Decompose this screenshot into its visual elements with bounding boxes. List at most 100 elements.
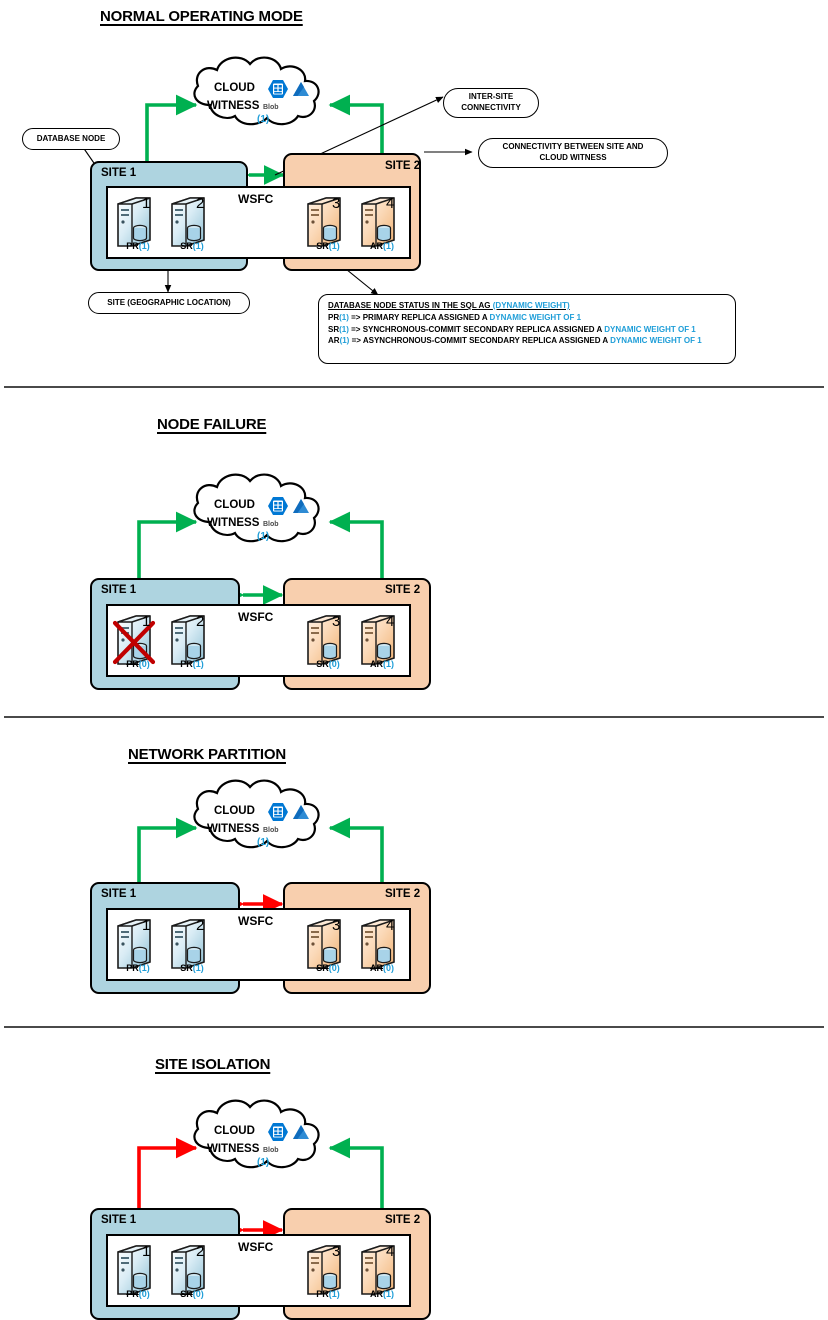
cloud-label-line2-2: WITNESS xyxy=(207,517,260,529)
svg-text:3: 3 xyxy=(332,613,340,630)
wsfc-label-isolation: WSFC xyxy=(238,1240,274,1254)
callout-site-witness-line1: CONNECTIVITY BETWEEN SITE AND xyxy=(502,142,644,152)
svg-text:2: 2 xyxy=(196,195,204,212)
legend-row-sr: SR(1) => SYNCHRONOUS-COMMIT SECONDARY RE… xyxy=(328,324,696,334)
cloud-witness-shape xyxy=(193,56,320,126)
server-icon-3 xyxy=(307,615,341,665)
azure-blob-storage-icon xyxy=(268,497,288,515)
node-label-3-partition: SR(0) xyxy=(316,963,340,973)
witness-link-site2-normal xyxy=(328,94,384,163)
svg-text:1: 1 xyxy=(142,195,150,212)
panel-node-failure: NODE FAILURE CLOUD WITNESS (1) Blob SITE… xyxy=(0,392,828,712)
cloud-label-line1-3: CLOUD xyxy=(214,805,255,817)
callout-database-node: DATABASE NODE xyxy=(22,128,120,150)
azure-blob-storage-icon xyxy=(268,80,288,98)
wsfc-box-partition xyxy=(106,908,411,981)
svg-text:4: 4 xyxy=(386,613,394,630)
callout-inter-site-connectivity: INTER-SITE CONNECTIVITY xyxy=(443,88,539,118)
server-icon-3 xyxy=(307,197,341,247)
wsfc-label-normal: WSFC xyxy=(238,192,274,206)
site2-label-isolation: SITE 2 xyxy=(385,1214,421,1226)
wsfc-label-partition: WSFC xyxy=(238,914,274,928)
svg-text:3: 3 xyxy=(332,917,340,934)
node-failed-cross-icon xyxy=(112,620,156,665)
azure-blob-storage-icon xyxy=(268,803,288,821)
cloud-label-line1: CLOUD xyxy=(214,82,255,94)
cloud-label-line2: WITNESS xyxy=(207,100,260,112)
node-label-1-nodefail: PR(0) xyxy=(126,659,150,669)
node-label-4-partition: AR(0) xyxy=(370,963,394,973)
node-icons-partition: 1 2 3 4 xyxy=(117,917,395,969)
legend-row-pr: PR(1) => PRIMARY REPLICA ASSIGNED A DYNA… xyxy=(328,313,582,322)
cloud-witness-shape-2 xyxy=(193,473,320,543)
svg-text:4: 4 xyxy=(386,195,394,212)
server-icon-4 xyxy=(361,1245,395,1295)
witness-link-site1-nodefail xyxy=(137,511,198,580)
section-title-node-failure: NODE FAILURE xyxy=(157,416,267,433)
panel-normal-operating-mode: NORMAL OPERATING MODE CLOUD WITNESS (1) … xyxy=(0,0,828,386)
witness-link-site2-partition xyxy=(328,817,384,888)
wsfc-label-nodefail: WSFC xyxy=(238,610,274,624)
server-icon-2 xyxy=(171,197,205,247)
callout-site-cloud-witness: CONNECTIVITY BETWEEN SITE AND CLOUD WITN… xyxy=(478,138,668,168)
legend-title: DATABASE NODE STATUS IN THE SQL AG (DYNA… xyxy=(328,301,726,310)
section-title-site-isolation: SITE ISOLATION xyxy=(155,1056,271,1073)
site1-label-normal: SITE 1 xyxy=(101,167,137,179)
svg-text:1: 1 xyxy=(142,1243,150,1260)
cloud-icons-2 xyxy=(268,497,309,515)
callout-site-witness-line2: CLOUD WITNESS xyxy=(539,153,607,162)
node-label-4-nodefail: AR(1) xyxy=(370,659,394,669)
server-icon-4 xyxy=(361,919,395,969)
panel-site-isolation: SITE ISOLATION CLOUD WITNESS (1) Blob SI… xyxy=(0,1032,828,1320)
section-title-normal: NORMAL OPERATING MODE xyxy=(100,8,303,25)
svg-text:1: 1 xyxy=(142,917,150,934)
server-icon-2 xyxy=(171,1245,205,1295)
cloud-label-line1-4: CLOUD xyxy=(214,1125,255,1137)
site2-label-nodefail: SITE 2 xyxy=(385,584,421,596)
svg-text:3: 3 xyxy=(332,195,340,212)
cloud-label-line2-4: WITNESS xyxy=(207,1143,260,1155)
server-icon-1 xyxy=(117,1245,151,1295)
site1-label-partition: SITE 1 xyxy=(101,888,137,900)
site1-label-nodefail: SITE 1 xyxy=(101,584,137,596)
node-label-2-nodefail: PR(1) xyxy=(180,659,204,669)
callout-inter-site-line2: CONNECTIVITY xyxy=(461,103,521,112)
blob-label: Blob xyxy=(263,104,279,111)
server-icon-3 xyxy=(307,919,341,969)
section-title-network-partition: NETWORK PARTITION xyxy=(128,746,286,763)
node-label-3-nodefail: SR(0) xyxy=(316,659,340,669)
server-icon-4 xyxy=(361,197,395,247)
cloud-witness-shape-4 xyxy=(193,1099,320,1169)
svg-text:2: 2 xyxy=(196,613,204,630)
azure-logo-icon xyxy=(293,805,309,819)
node-label-2-normal: SR(1) xyxy=(180,241,204,251)
server-icon-4 xyxy=(361,615,395,665)
azure-blob-storage-icon xyxy=(268,1123,288,1141)
witness-link-site1-partition xyxy=(137,817,198,888)
node-label-1-normal: PR(1) xyxy=(126,241,150,251)
legend-row-ar: AR(1) => ASYNCHRONOUS-COMMIT SECONDARY R… xyxy=(328,336,702,345)
divider-3 xyxy=(4,1026,824,1028)
panel-network-partition: NETWORK PARTITION CLOUD WITNESS (1) Blob… xyxy=(0,722,828,1022)
cloud-witness-shape-3 xyxy=(193,779,320,849)
site2-label-partition: SITE 2 xyxy=(385,888,421,900)
wsfc-box-normal xyxy=(106,186,411,259)
panel4-graphics xyxy=(137,1099,384,1240)
node-label-2-isolation: SR(0) xyxy=(180,1289,204,1299)
svg-text:1: 1 xyxy=(142,613,150,630)
node-label-3-normal: SR(1) xyxy=(316,241,340,251)
divider-1 xyxy=(4,386,824,388)
site2-label-normal: SITE 2 xyxy=(385,160,421,172)
azure-logo-icon xyxy=(293,1125,309,1139)
witness-link-site2-isolation xyxy=(328,1137,384,1214)
cloud-icons-3 xyxy=(268,803,309,821)
wsfc-box-nodefail xyxy=(106,604,411,677)
server-icon-1 xyxy=(117,919,151,969)
panel1-graphics xyxy=(77,56,473,296)
azure-logo-icon xyxy=(293,499,309,513)
cloud-weight-3: (1) xyxy=(257,837,270,848)
svg-text:2: 2 xyxy=(196,1243,204,1260)
node-label-1-isolation: PR(0) xyxy=(126,1289,150,1299)
legend-title-part2: (DYNAMIC WEIGHT) xyxy=(492,301,570,310)
panel3-graphics xyxy=(137,779,384,914)
